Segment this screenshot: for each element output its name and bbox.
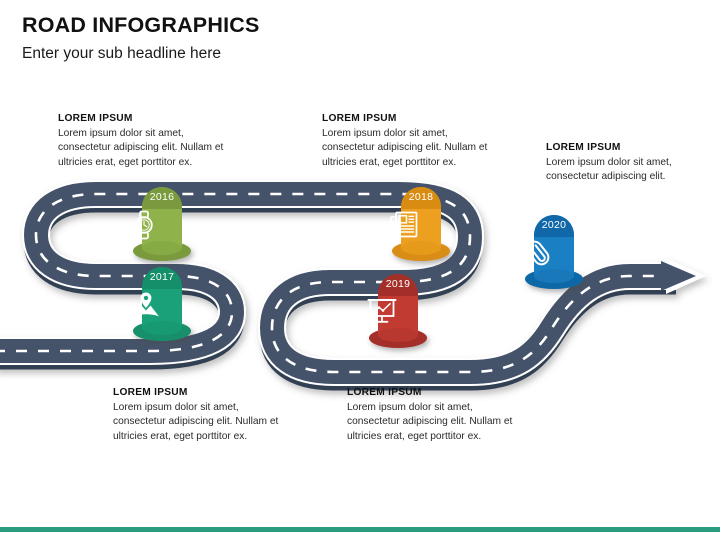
text-block-body: Lorem ipsum dolor sit amet, consectetur … xyxy=(546,156,672,183)
milestone-marker-2019[interactable]: 2019 xyxy=(367,269,429,353)
road-arrow-head xyxy=(661,258,706,294)
marker-year-label: 2018 xyxy=(408,191,434,203)
marker-year-label: 2017 xyxy=(149,271,175,283)
milestone-marker-2018[interactable]: 2018 xyxy=(390,182,452,266)
marker-year-label: 2019 xyxy=(385,278,411,290)
text-block-2018: LOREM IPSUM Lorem ipsum dolor sit amet, … xyxy=(322,112,490,170)
bottom-accent-bar xyxy=(0,527,720,532)
map-location-icon xyxy=(131,291,193,319)
milestone-marker-2020[interactable]: 2020 xyxy=(523,210,585,294)
text-block-body: Lorem ipsum dolor sit amet, consectetur … xyxy=(58,127,224,168)
text-block-heading: LOREM IPSUM xyxy=(58,113,133,124)
milestone-marker-2016[interactable]: 2016 xyxy=(131,182,193,266)
text-block-body: Lorem ipsum dolor sit amet, consectetur … xyxy=(347,401,513,442)
text-block-2020: LOREM IPSUM Lorem ipsum dolor sit amet, … xyxy=(546,141,678,185)
text-block-body: Lorem ipsum dolor sit amet, consectetur … xyxy=(322,127,488,168)
page-title: ROAD INFOGRAPHICS xyxy=(22,13,260,37)
text-block-heading: LOREM IPSUM xyxy=(113,387,188,398)
milestone-marker-2017[interactable]: 2017 xyxy=(131,262,193,346)
header: ROAD INFOGRAPHICS Enter your sub headlin… xyxy=(22,13,260,62)
paperclip-icon xyxy=(523,239,585,267)
marker-year-label: 2016 xyxy=(149,191,175,203)
road-path-group xyxy=(0,180,706,391)
text-block-heading: LOREM IPSUM xyxy=(347,387,422,398)
presentation-chart-icon xyxy=(367,298,429,325)
text-block-body: Lorem ipsum dolor sit amet, consectetur … xyxy=(113,401,279,442)
marker-year-label: 2020 xyxy=(541,219,567,231)
watch-icon xyxy=(131,210,193,240)
text-block-2019: LOREM IPSUM Lorem ipsum dolor sit amet, … xyxy=(347,386,515,444)
text-block-heading: LOREM IPSUM xyxy=(546,142,621,153)
page-subtitle: Enter your sub headline here xyxy=(22,44,222,62)
text-block-2017: LOREM IPSUM Lorem ipsum dolor sit amet, … xyxy=(113,386,281,444)
text-block-heading: LOREM IPSUM xyxy=(322,113,397,124)
newspaper-icon xyxy=(390,211,452,238)
text-block-2016: LOREM IPSUM Lorem ipsum dolor sit amet, … xyxy=(58,112,226,170)
